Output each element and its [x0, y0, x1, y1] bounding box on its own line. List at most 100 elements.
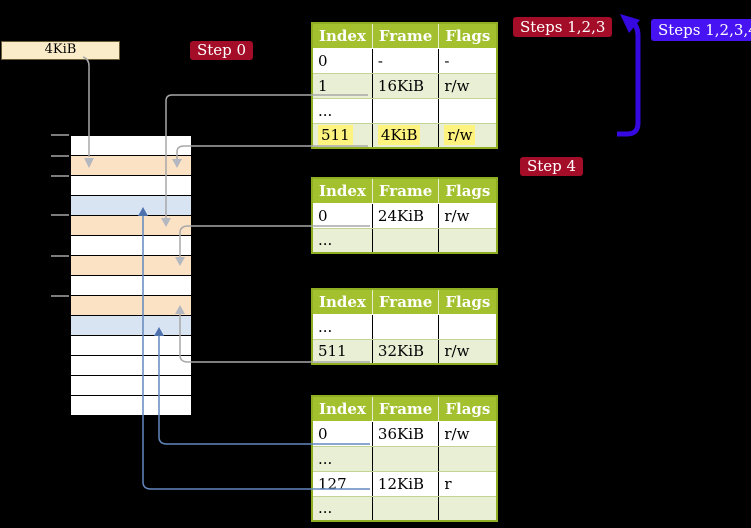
column-header: Flags — [438, 23, 498, 49]
steps123-label: Steps 1,2,3 — [513, 17, 613, 37]
table-row: 511 4KiB r/w — [312, 123, 498, 148]
table-row: ... — [312, 98, 498, 124]
table-cell: ... — [312, 496, 373, 521]
column-header: Index — [312, 23, 373, 49]
column-header: Frame — [372, 23, 440, 49]
highlighted-value: r/w — [444, 125, 476, 146]
table-cell — [438, 228, 498, 253]
table-cell: 1 — [312, 73, 373, 99]
table-cell: 511 — [312, 123, 373, 148]
column-header: Flags — [438, 289, 498, 315]
memory-frame-row — [71, 156, 191, 176]
table-row: 0-- — [312, 48, 498, 74]
column-header: Index — [312, 396, 373, 422]
table-row: ... — [312, 228, 498, 253]
memory-frame-row — [71, 176, 191, 196]
memory-frame-row — [71, 196, 191, 216]
table-cell — [372, 228, 440, 253]
steps-arrowhead — [620, 14, 640, 33]
table-cell: 511 — [312, 339, 373, 364]
memory-frame-row — [71, 136, 191, 156]
physical-memory-column — [70, 135, 192, 416]
ruler-tick — [51, 214, 69, 216]
memory-frame-row — [71, 336, 191, 356]
column-header: Index — [312, 178, 373, 204]
table-cell: r/w — [438, 73, 498, 99]
memory-frame-row — [71, 356, 191, 376]
column-header: Frame — [372, 289, 440, 315]
ruler-tick — [51, 175, 69, 177]
memory-frame-row — [71, 376, 191, 396]
memory-frame-row — [71, 216, 191, 236]
column-header: Frame — [372, 396, 440, 422]
table-cell: ... — [312, 446, 373, 472]
table-cell: 32KiB — [372, 339, 440, 364]
table-cell: 36KiB — [372, 421, 440, 447]
highlighted-value: 511 — [318, 125, 353, 146]
memory-frame-row — [71, 296, 191, 316]
table-cell — [438, 98, 498, 124]
step0-label: Step 0 — [190, 41, 254, 60]
table-cell: r/w — [438, 123, 498, 148]
steps-arrow — [617, 19, 641, 137]
table-cell: r/w — [438, 339, 498, 364]
table-cell — [372, 314, 440, 340]
column-header: Frame — [372, 178, 440, 204]
ruler-tick — [51, 295, 69, 297]
memory-frame-row — [71, 236, 191, 256]
ruler-tick — [51, 134, 69, 136]
table-row: ... — [312, 496, 498, 521]
table-cell: 0 — [312, 48, 373, 74]
table-cell — [438, 446, 498, 472]
ruler-tick — [51, 155, 69, 157]
column-header: Flags — [438, 396, 498, 422]
table-cell: r — [438, 471, 498, 497]
table-cell: ... — [312, 228, 373, 253]
table-cell — [438, 496, 498, 521]
table-cell: ... — [312, 98, 373, 124]
table-row: ... — [312, 314, 498, 340]
table-cell: - — [372, 48, 440, 74]
memory-frame-row — [71, 396, 191, 415]
step4-label: Step 4 — [520, 157, 584, 176]
table-cell: r/w — [438, 203, 498, 229]
table-cell: 16KiB — [372, 73, 440, 99]
table-cell — [438, 314, 498, 340]
table-cell: r/w — [438, 421, 498, 447]
highlighted-value: 4KiB — [377, 125, 421, 146]
memory-frame-row — [71, 316, 191, 336]
table-cell — [372, 446, 440, 472]
table-cell: 12KiB — [372, 471, 440, 497]
table-cell: ... — [312, 314, 373, 340]
memory-frame-row — [71, 256, 191, 276]
table-cell: 0 — [312, 203, 373, 229]
table-cell: 127 — [312, 471, 373, 497]
table-cell: - — [438, 48, 498, 74]
column-header: Flags — [438, 178, 498, 204]
table-cell: 24KiB — [372, 203, 440, 229]
column-header: Index — [312, 289, 373, 315]
table-cell — [372, 496, 440, 521]
table-cell: 0 — [312, 421, 373, 447]
table-row: ... — [312, 446, 498, 472]
table-cell — [372, 98, 440, 124]
memory-frame-row — [71, 276, 191, 296]
